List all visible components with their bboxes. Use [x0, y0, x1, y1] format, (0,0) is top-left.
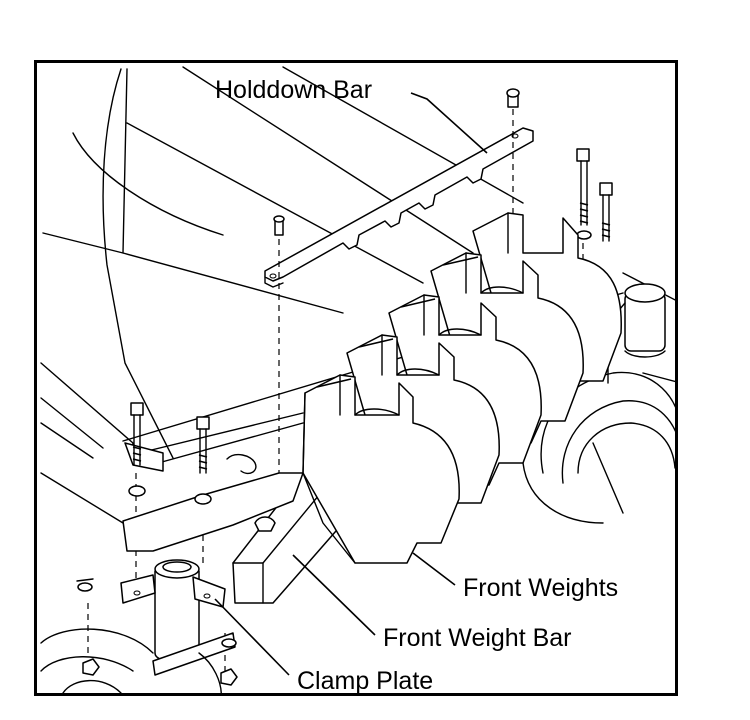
leader-lines [214, 92, 488, 676]
pivot-post [154, 559, 200, 663]
weight-assembly-drawing [40, 66, 675, 693]
front-weights [302, 212, 622, 564]
front-weights-label: Front Weights [463, 574, 619, 602]
right-tire [522, 371, 675, 524]
left-tire [40, 628, 222, 693]
holddown-pins [273, 88, 520, 236]
nuts [76, 578, 238, 686]
holddown-bar-label: Holddown Bar [215, 76, 373, 104]
left-bolts [128, 402, 257, 505]
right-light [607, 283, 666, 384]
front-weight-bar-label: Front Weight Bar [383, 624, 572, 652]
right-bolts [576, 148, 613, 242]
weight-plate-1 [302, 374, 460, 564]
diagram-frame: Holddown Bar Front Weights Front Weight … [34, 60, 678, 696]
holddown-bar [264, 127, 534, 288]
clamp-plate [120, 574, 236, 676]
clamp-plate-label: Clamp Plate [297, 667, 434, 695]
